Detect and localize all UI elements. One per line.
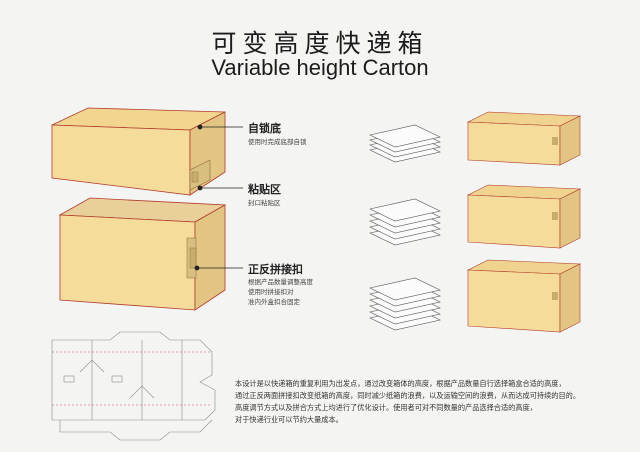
callout-self-lock-bottom: 自锁底 xyxy=(248,122,281,135)
callout-self-lock-note-line: 使用时完成底部自锁 xyxy=(248,138,307,146)
title-chinese: 可变高度快递箱 xyxy=(211,29,429,58)
callout-clasp-note-line-1: 根据产品数量调整高度 xyxy=(248,278,313,286)
callout-glue-note: 封口粘贴区 xyxy=(248,198,281,208)
carton-lid xyxy=(51,107,226,196)
callout-clasp-note-line-3: 准内外盒扣合固定 xyxy=(248,298,300,306)
description-line-1: 本设计是以快递箱的重复利用为出发点，通过改变箱体的高度，根据产品数量自行选择箱盒… xyxy=(235,379,566,388)
leader-lines xyxy=(194,124,243,271)
callout-clasp-note-line-2: 使用时拼接扣对 xyxy=(248,288,294,296)
design-description: 本设计是以快递箱的重复利用为出发点，通过改变箱体的高度，根据产品数量自行选择箱盒… xyxy=(235,378,605,426)
carton-variant-1 xyxy=(466,111,582,166)
description-line-4: 对于快递行业可以节约大量成本。 xyxy=(235,415,343,424)
product-stack-1 xyxy=(369,124,441,163)
callout-glue-note-line: 封口粘贴区 xyxy=(248,199,281,207)
carton-variant-3 xyxy=(466,259,582,333)
dieline-diagram xyxy=(51,331,216,441)
callout-clasp-note: 根据产品数量调整高度 使用时拼接扣对 准内外盒扣合固定 xyxy=(248,277,313,307)
carton-variant-2 xyxy=(466,184,582,249)
product-stack-3 xyxy=(369,277,441,331)
product-stack-2 xyxy=(369,198,441,246)
callout-self-lock-note: 使用时完成底部自锁 xyxy=(248,137,307,147)
title-english: Variable height Carton xyxy=(211,55,429,80)
carton-base xyxy=(58,197,227,311)
description-line-3: 高度调节方式以及拼合方式上均进行了优化设计。使用者可对不同数量的产品选择合适的高… xyxy=(235,403,537,412)
callout-glue-area: 粘贴区 xyxy=(248,183,281,196)
description-line-2: 通过正反两面拼接扣改变纸箱的高度，同时减少纸箱的浪费，以及运输空间的浪费，从而达… xyxy=(235,391,581,400)
callout-reversible-clasp: 正反拼接扣 xyxy=(248,263,303,276)
